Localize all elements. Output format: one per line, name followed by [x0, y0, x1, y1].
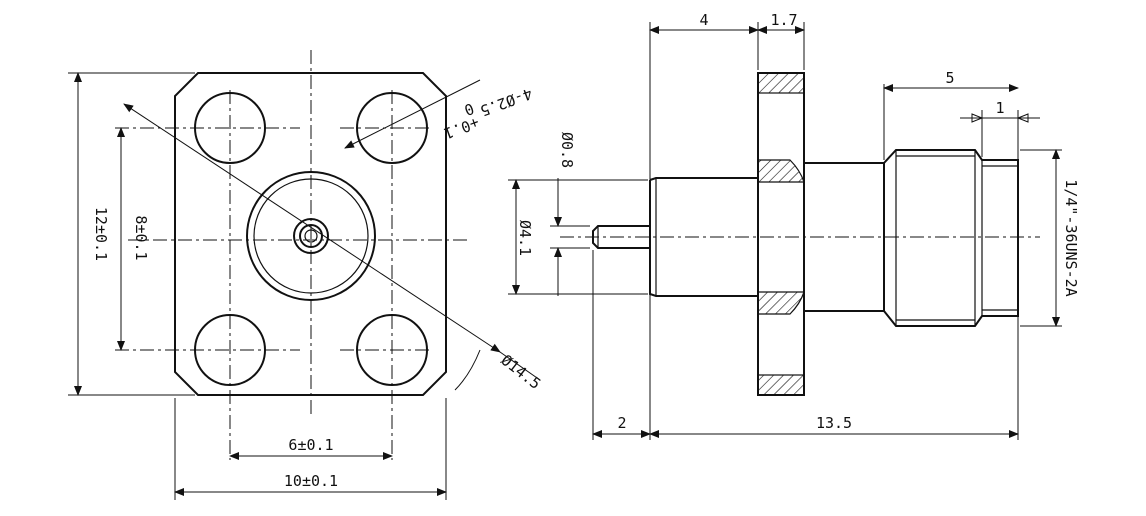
- flange-section: [757, 72, 805, 396]
- hole-callout-leader: [344, 79, 481, 149]
- flange-hatch-bottom: [757, 374, 805, 396]
- dim-flange-height: 12±0.1: [92, 207, 110, 261]
- dim-overall-length: 13.5: [816, 414, 852, 432]
- dim-arrow-chamfer-left: [971, 113, 984, 123]
- flange-hatch-top: [757, 72, 805, 94]
- bolt-circle-leader-ext: [499, 351, 541, 381]
- side-view: 4 1.7 5 1 Ø0.8 Ø4.1 1/4"-36UNS-2A 2 13.5: [508, 11, 1080, 440]
- dim-flange-width: 10±0.1: [284, 472, 338, 490]
- front-view: 12±0.1 8±0.1 6±0.1 10±0.1 Ø14.5 4-Ø2.5 +…: [68, 50, 544, 500]
- dim-hole-callout: 4-Ø2.5: [478, 84, 535, 119]
- rear-body: [803, 162, 885, 312]
- dim-bolt-circle: Ø14.5: [498, 351, 545, 393]
- bolt-circle-leader: [123, 103, 501, 353]
- dim-flange-offset: 4: [699, 11, 708, 29]
- dim-thread-length: 5: [945, 69, 954, 87]
- flange-hatch-lower-inner: [757, 291, 805, 315]
- dim-pin-diameter: Ø0.8: [558, 132, 576, 168]
- center-pin: [592, 225, 650, 249]
- dim-body-diameter: Ø4.1: [516, 220, 534, 256]
- hole-callout-group: 4-Ø2.5 +0.1 0: [441, 84, 535, 142]
- dim-thread-spec: 1/4"-36UNS-2A: [1062, 179, 1080, 296]
- dim-pin-length: 2: [617, 414, 626, 432]
- bolt-circle-arc-hint: [454, 349, 481, 391]
- dim-arrow-chamfer-right: [1016, 113, 1029, 123]
- dim-chamfer: 1: [995, 99, 1004, 117]
- dim-hole-spacing-x: 6±0.1: [288, 436, 333, 454]
- thread-section: [883, 149, 1019, 327]
- dim-flange-thickness: 1.7: [770, 11, 797, 29]
- dim-hole-tol-lower: 0: [462, 99, 477, 119]
- dim-hole-spacing-y: 8±0.1: [132, 215, 150, 260]
- dim-hole-tol-upper: +0.1: [441, 113, 481, 142]
- flange-hatch-upper-inner: [757, 159, 805, 183]
